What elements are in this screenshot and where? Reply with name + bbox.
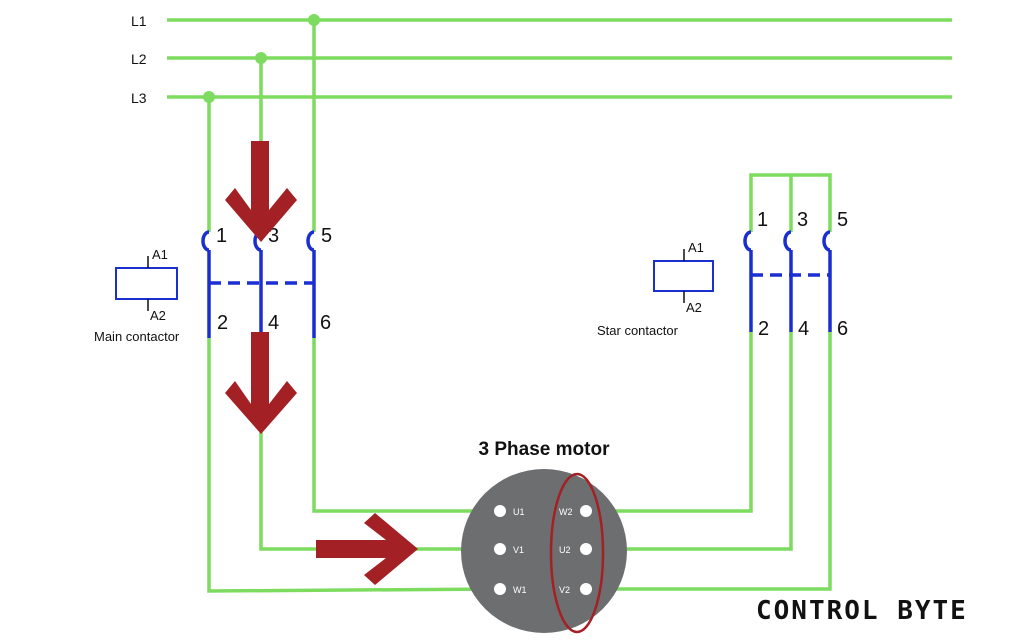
main-contact-hook-1: [201, 230, 210, 252]
motor-terminal-u1: [494, 505, 506, 517]
main-contact-hook-5: [306, 230, 315, 252]
motor-terminal-w1: [494, 583, 506, 595]
line-l3-label: L3: [131, 90, 147, 106]
motor-label-w1: W1: [513, 585, 527, 595]
main-terminal-5: 5: [321, 225, 332, 247]
main-contactor: A1 A2 Main contactor 1 3 5 2 4 6: [94, 225, 332, 344]
main-terminal-2: 2: [217, 312, 228, 334]
arrow-right: [316, 513, 418, 585]
main-coil: [115, 267, 178, 300]
motor-terminal-v2: [580, 583, 592, 595]
motor-label-w2: W2: [559, 507, 573, 517]
wire-star-6-to-v2: [586, 332, 832, 591]
supply-lines: L1 L2 L3: [131, 13, 952, 106]
arrow-down-upper: [225, 141, 297, 242]
motor-label-u2: U2: [559, 545, 571, 555]
line-l1-label: L1: [131, 13, 147, 29]
motor-label-u1: U1: [513, 507, 525, 517]
star-terminal-4: 4: [798, 318, 809, 340]
main-terminal-1: 1: [216, 225, 227, 247]
star-contact-hook-3: [783, 230, 792, 252]
wire-6-to-u1: [312, 338, 500, 513]
star-terminal-3: 3: [797, 209, 808, 231]
main-terminal-3: 3: [268, 225, 279, 247]
motor-terminal-u2: [580, 543, 592, 555]
main-coil-a2: A2: [150, 308, 166, 323]
star-coil-a1: A1: [688, 240, 704, 255]
star-contactor-label: Star contactor: [597, 323, 679, 338]
motor-title: 3 Phase motor: [479, 439, 611, 460]
star-output-wires: [586, 332, 832, 591]
star-terminal-1: 1: [757, 209, 768, 231]
main-terminal-6: 6: [320, 312, 331, 334]
wire-star-2-to-w2: [586, 332, 753, 513]
arrow-down-lower: [225, 332, 297, 434]
motor-terminal-v1: [494, 543, 506, 555]
star-coil-a2: A2: [686, 300, 702, 315]
control-byte-logo: CONTROL BYTE: [756, 596, 968, 626]
main-coil-a1: A1: [152, 247, 168, 262]
current-flow-arrows: [225, 141, 418, 585]
star-contact-hook-1: [743, 230, 752, 252]
star-terminal-6: 6: [837, 318, 848, 340]
star-contact-hook-5: [822, 230, 831, 252]
wire-2-to-w1: [207, 338, 501, 593]
motor-terminal-w2: [580, 505, 592, 517]
motor: 3 Phase motor U1 V1 W1 W2 U2 V2: [461, 439, 627, 634]
wire-4-to-v1: [259, 338, 500, 551]
star-terminal-2: 2: [758, 318, 769, 340]
motor-label-v1: V1: [513, 545, 524, 555]
line-l2-label: L2: [131, 51, 147, 67]
star-terminal-5: 5: [837, 209, 848, 231]
motor-label-v2: V2: [559, 585, 570, 595]
star-point-highlight: [549, 472, 605, 634]
main-contactor-label: Main contactor: [94, 329, 180, 344]
wire-star-4-to-u2: [586, 332, 793, 551]
star-contactor: A1 A2 Star contactor 1 3 5 2 4 6: [597, 173, 848, 340]
star-coil: [653, 260, 714, 292]
main-terminal-4: 4: [268, 312, 279, 334]
